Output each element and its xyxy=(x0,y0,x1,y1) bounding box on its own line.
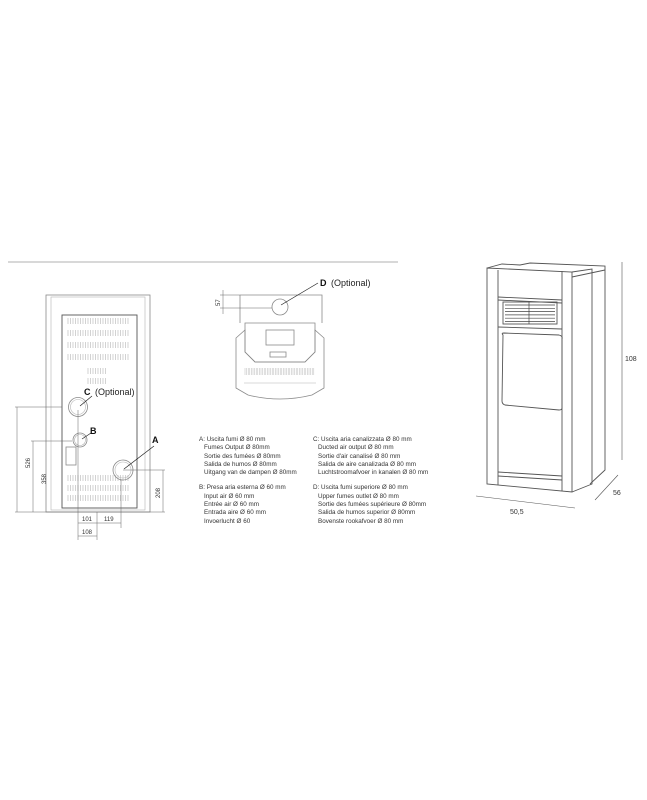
legend-line: Salida de humos superior Ø 80mm xyxy=(318,509,416,517)
air-grille xyxy=(502,301,558,325)
label-b: B xyxy=(90,426,97,436)
legend-line: Luchtstroomafvoer in kanalen Ø 80 mm xyxy=(318,469,429,477)
legend-d: D: Uscita fumi superiore Ø 80 mm Upper f… xyxy=(313,484,428,525)
legend-title: C: Uscita aria canalizzata Ø 80 mm xyxy=(313,436,412,443)
inlet-b xyxy=(72,432,88,448)
legend-line: Bovenste rookafvoer Ø 80 mm xyxy=(318,517,404,525)
legend-title: D: Uscita fumi superiore Ø 80 mm xyxy=(313,484,408,492)
legend-b: B: Presa aria esterna Ø 60 mm Input air … xyxy=(199,484,297,525)
socket-icon xyxy=(65,446,77,466)
legend-line: Sortie d'air canalisé Ø 80 mm xyxy=(318,452,401,460)
legend-line: Ducted air output Ø 80 mm xyxy=(318,444,394,452)
dim-108: 108 xyxy=(82,530,93,536)
label-a: A xyxy=(152,435,159,445)
legend-line: Salida de aire canalizada Ø 80 mm xyxy=(318,460,417,468)
vent-grilles xyxy=(67,318,129,501)
dim-119: 119 xyxy=(104,517,114,523)
dim-width: 50,5 xyxy=(510,509,524,516)
legend-a: A: Uscita fumi Ø 80 mm Fumes Output Ø 80… xyxy=(199,436,297,477)
top-view: D (Optional) 57 xyxy=(216,273,370,400)
dim-358: 358 xyxy=(42,473,48,484)
legend-line: Invoerlucht Ø 60 xyxy=(204,517,251,525)
legend-line: Entrée air Ø 60 mm xyxy=(204,501,259,509)
legend-column-right: C: Uscita aria canalizzata Ø 80 mm Ducte… xyxy=(313,436,428,533)
legend-line: Fumes Output Ø 80mm xyxy=(204,444,270,452)
back-panel xyxy=(61,314,138,509)
dim-101: 101 xyxy=(82,517,93,523)
legend-line: Uitgang van de dampen Ø 80mm xyxy=(204,469,297,477)
dim-depth: 56 xyxy=(613,490,621,497)
legend-line: Upper fumes outlet Ø 80 mm xyxy=(318,492,399,500)
legend-column-left: A: Uscita fumi Ø 80 mm Fumes Output Ø 80… xyxy=(199,436,297,533)
dim-height: 108 xyxy=(625,356,637,363)
dim-208: 208 xyxy=(156,487,162,498)
legend-line: Input air Ø 60 mm xyxy=(204,492,255,500)
outlet-d xyxy=(271,298,289,316)
dim-526: 526 xyxy=(26,457,32,468)
legend-title: B: Presa aria esterna Ø 60 mm xyxy=(199,484,286,492)
legend-c: C: Uscita aria canalizzata Ø 80 mm Ducte… xyxy=(313,436,428,477)
legend-line: Sortie des fumées supérieure Ø 80mm xyxy=(318,501,427,509)
legend-title: A: Uscita fumi Ø 80 mm xyxy=(199,436,266,443)
stove-door-glass xyxy=(501,332,563,411)
back-view: C (Optional) B A 526 358 208 101 119 108 xyxy=(15,294,165,540)
label-c: C (Optional) xyxy=(84,382,134,399)
legend-line: Sortie des fumées Ø 80mm xyxy=(204,452,281,460)
legend-line: Entrada aire Ø 60 mm xyxy=(204,509,266,517)
dim-57: 57 xyxy=(216,299,222,306)
label-d: D (Optional) xyxy=(320,273,370,290)
legend-line: Salida de humos Ø 80mm xyxy=(204,460,277,468)
perspective-view: 108 56 50,5 xyxy=(475,262,637,516)
